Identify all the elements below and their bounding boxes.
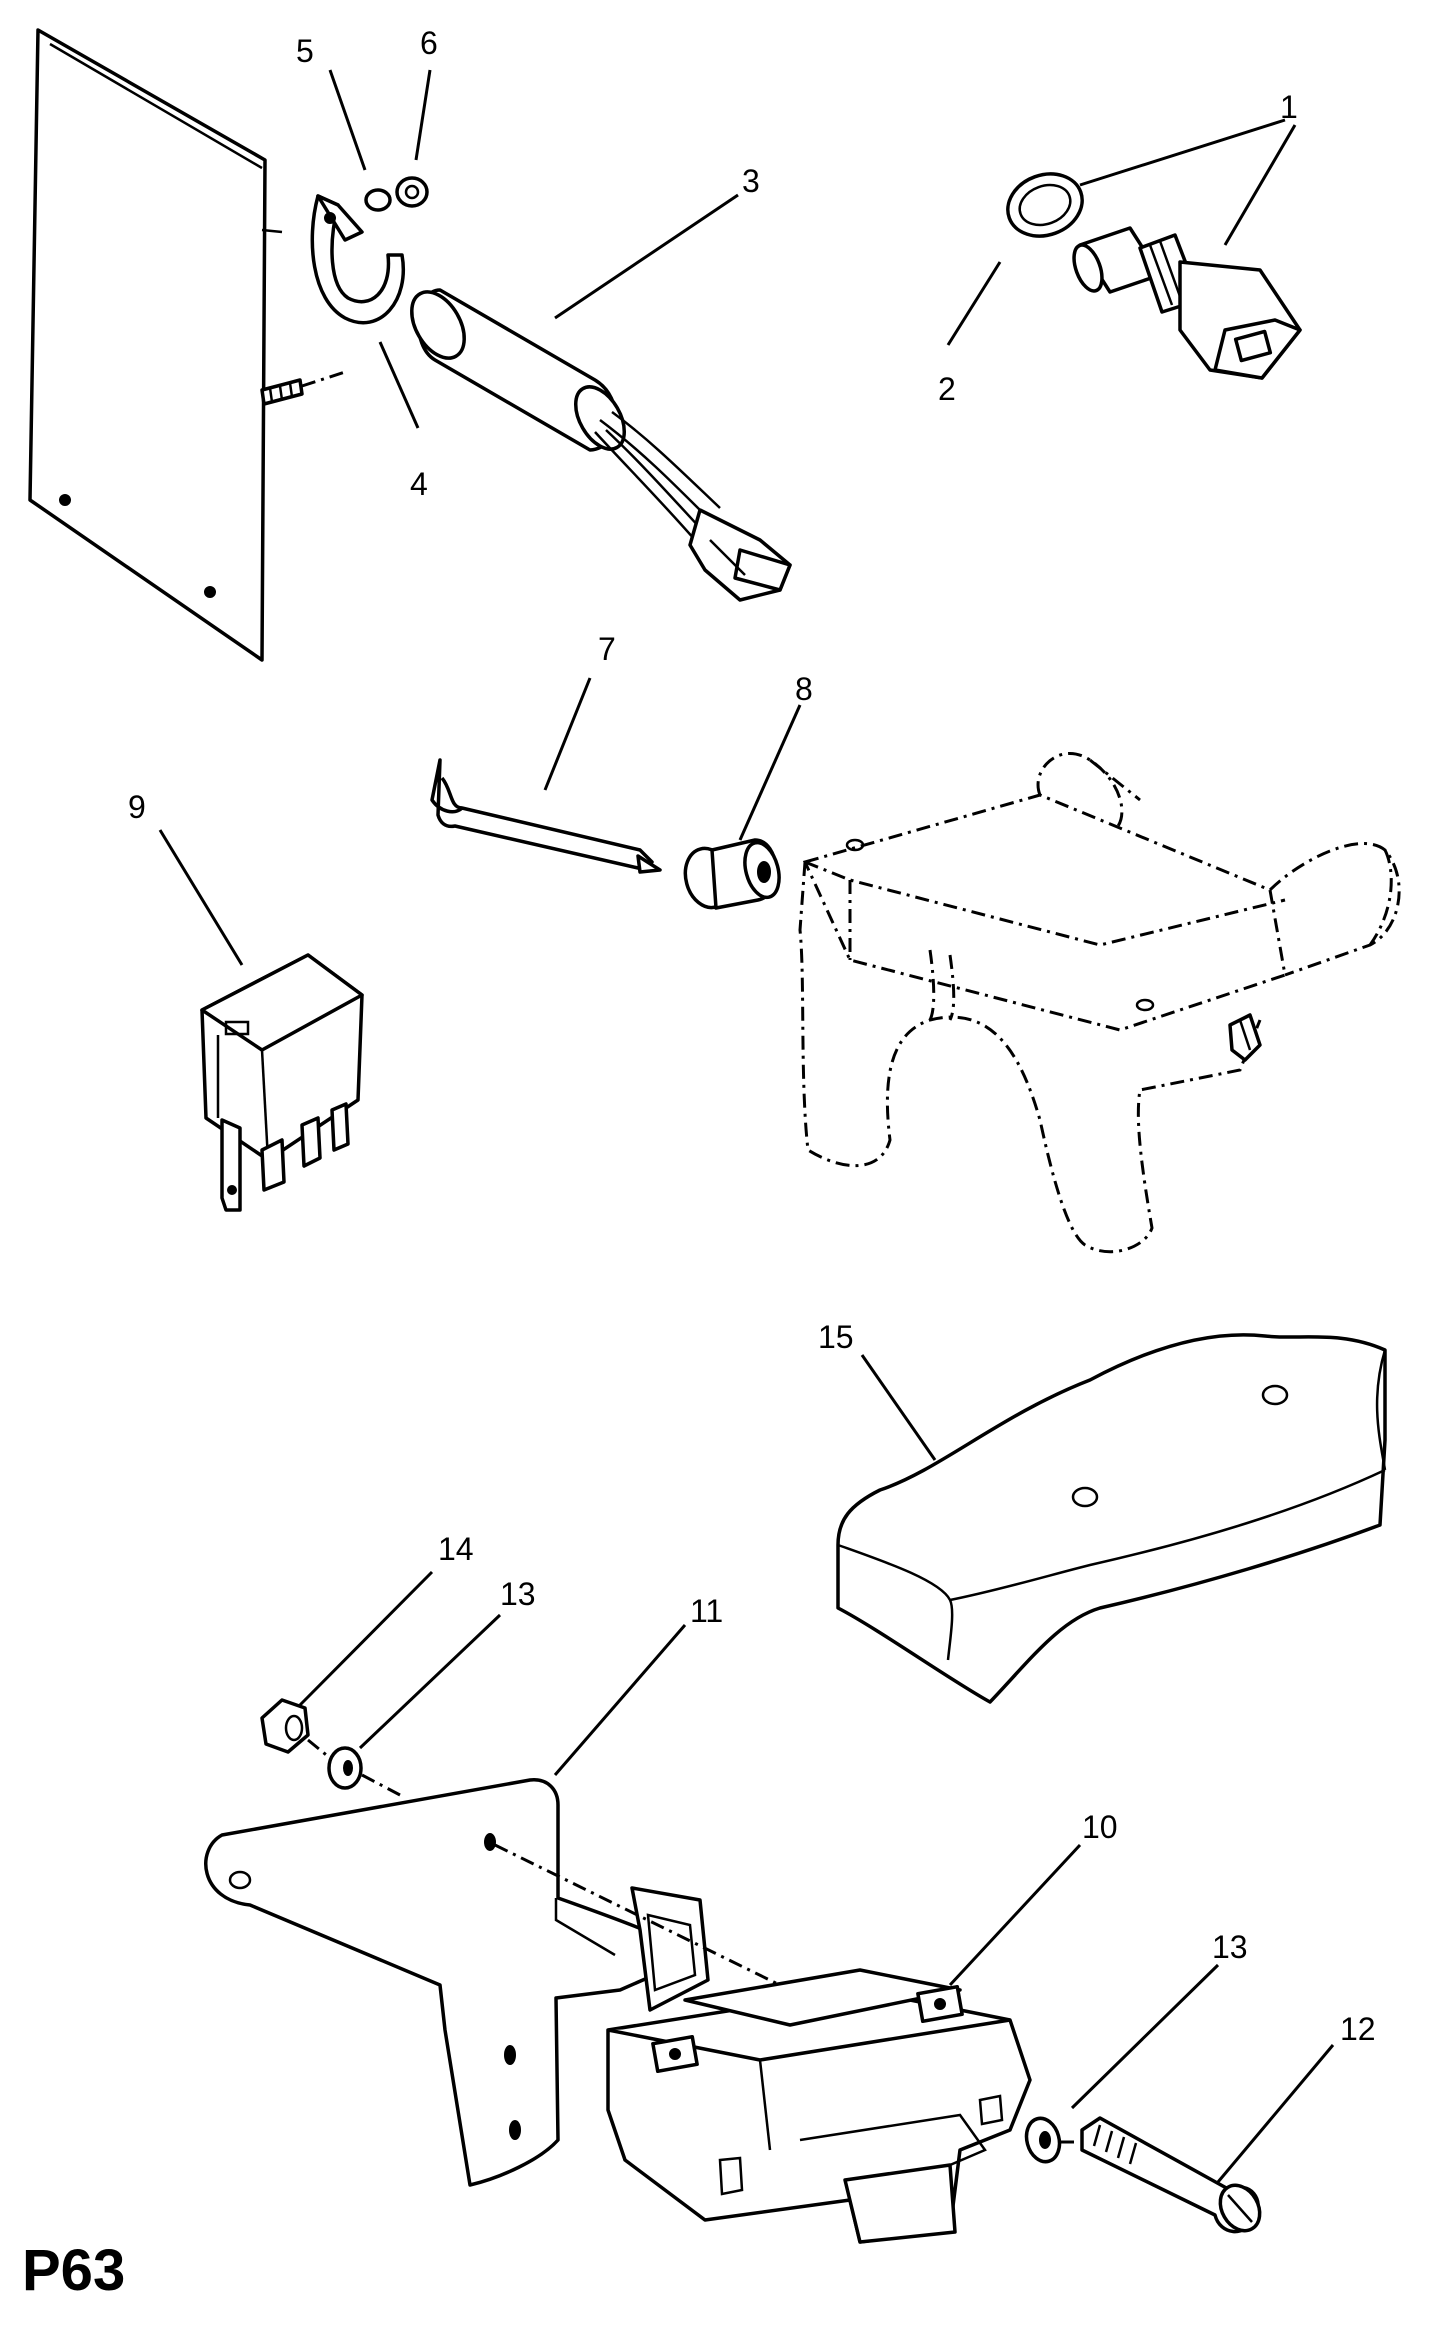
cable-tie: [430, 758, 662, 874]
callout-12: 12: [1340, 2011, 1376, 2047]
callout-10: 10: [1082, 1809, 1118, 1845]
callout-9: 9: [128, 789, 146, 825]
temperature-sensor: [1006, 172, 1302, 380]
clip-assembly: [310, 176, 429, 325]
bolt-washer-right: [1024, 2116, 1262, 2234]
callout-7: 7: [598, 631, 616, 667]
heater-housing: [798, 752, 1401, 1254]
callout-8: 8: [795, 671, 813, 707]
callout-14: 14: [438, 1531, 474, 1567]
callout-1: 1: [1280, 89, 1298, 125]
callouts: 1 2 3 4 5 6 7 8 9 10 11 12 13 13 14 15: [128, 25, 1376, 2047]
bracket: [204, 1778, 791, 2187]
leader-lines: [158, 69, 1335, 2183]
callout-11: 11: [690, 1593, 723, 1629]
relay: [200, 953, 364, 1212]
callout-4: 4: [410, 466, 428, 502]
callout-2: 2: [938, 371, 956, 407]
capacitor: [410, 288, 792, 602]
nut-washer-left: [260, 1698, 401, 1797]
page-code: P63: [22, 2238, 125, 2303]
callout-13-right: 13: [1212, 1929, 1248, 1965]
ignition-module: [606, 1968, 1032, 2244]
grommet: [683, 838, 781, 910]
callout-3: 3: [742, 163, 760, 199]
callout-15: 15: [818, 1319, 854, 1355]
mounting-panel: [28, 28, 346, 662]
callout-6: 6: [420, 25, 438, 61]
callout-5: 5: [296, 33, 314, 69]
callout-13-left: 13: [500, 1576, 536, 1612]
cover: [836, 1333, 1387, 1704]
